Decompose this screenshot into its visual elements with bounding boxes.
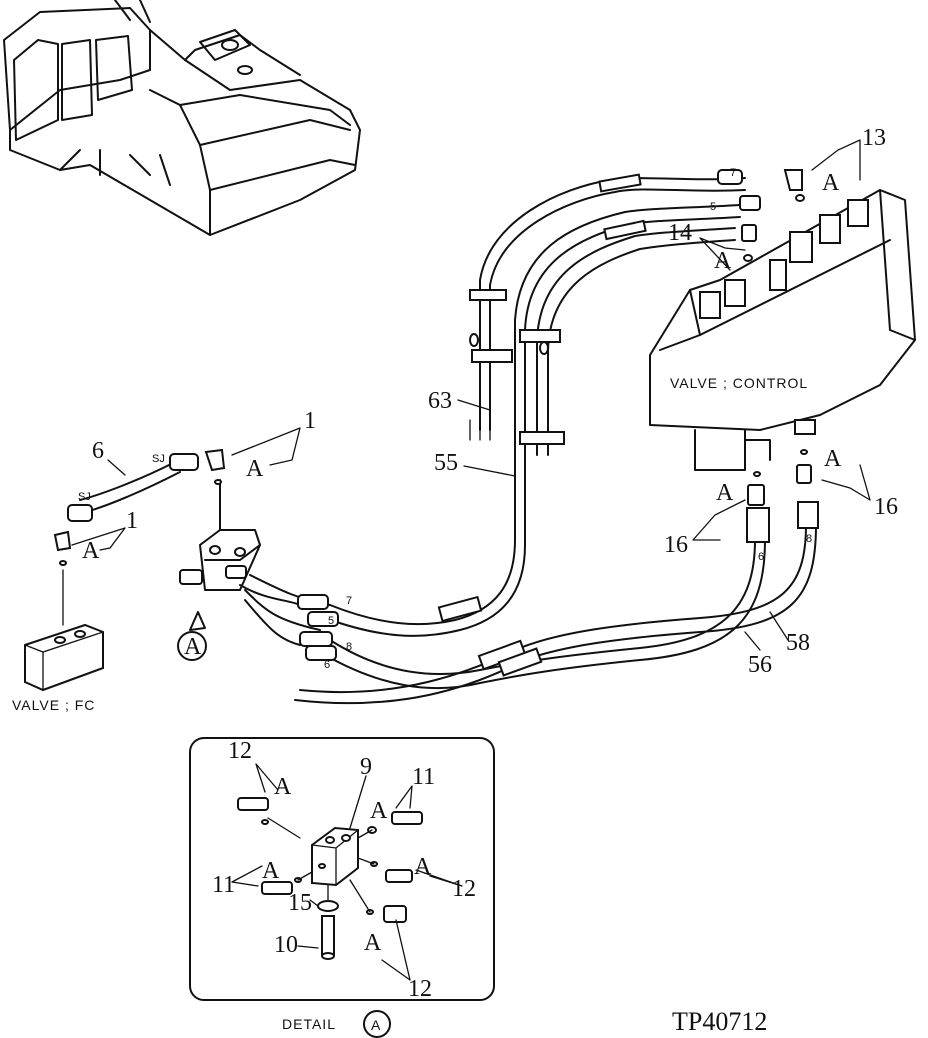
callout-leaders [71,139,871,651]
callout-6-label: 6 [92,438,104,464]
valve-fc [24,623,104,692]
hose-mark-sj-2: SJ [78,491,91,503]
hose-6 [53,448,226,626]
hose-mark-5-top: 5 [710,201,716,213]
callout-14-label: 14 [668,220,692,246]
junction-block [179,479,339,661]
callout-a-16-right: A [824,446,842,472]
hose-mark-6-right: 6 [758,551,764,563]
callout-a-14: A [714,248,732,274]
detail-a-12-top: A [274,774,292,800]
callout-55-label: 55 [434,450,458,476]
detail-15-label: 15 [288,890,312,916]
hose-mark-8-right: 8 [806,533,812,545]
valve-control-caption: VALVE ; CONTROL [670,375,808,391]
detail-a-11-right: A [370,798,388,824]
excavator-upperstructure-illustration [3,0,361,236]
detail-12-top-label: 12 [228,738,252,764]
detail-caption-ref: A [371,1017,381,1033]
control-valve [649,189,916,471]
detail-caption-text: DETAIL [282,1016,336,1032]
detail-a-11-left: A [262,858,280,884]
hose-mark-7-top: 7 [730,167,736,179]
detail-a-12-bottom: A [364,930,382,956]
detail-caption: DETAIL A [282,1010,391,1038]
hose-mark-6-bottom: 6 [324,659,330,671]
callout-16-right-label: 16 [874,494,898,520]
callout-a-13: A [822,170,840,196]
fittings-top [717,169,812,506]
valve-fc-caption: VALVE ; FC [12,697,95,713]
hose-mark-5-bottom: 5 [328,615,334,627]
detail-12-right-label: 12 [452,876,476,902]
callout-16-left-label: 16 [664,532,688,558]
hoses-56-58 [294,501,819,705]
hose-bundle [324,173,746,637]
callout-a-1-bottom: A [82,538,100,564]
callout-a-16-left: A [716,480,734,506]
drawing-number: TP40712 [672,1007,767,1036]
hose-mark-sj-1: SJ [152,453,165,465]
detail-12-bottom-label: 12 [408,976,432,1002]
callout-56-label: 56 [748,652,772,678]
detail-11-right-label: 11 [412,764,435,790]
detail-a-reference-marker: A [177,611,207,661]
detail-a-12-right: A [414,854,432,880]
callout-13-label: 13 [862,125,886,151]
detail-11-left-label: 11 [212,872,235,898]
callout-1-bottom-label: 1 [126,508,138,534]
hose-mark-7-bottom: 7 [346,595,352,607]
reference-letter: A [184,634,202,660]
hose-mark-8: 8 [346,641,352,653]
callout-63-label: 63 [428,388,452,414]
callout-1-top-label: 1 [304,408,316,434]
detail-a-panel: 12 A 9 11 A 11 A 12 A 15 10 A 12 [189,737,495,1002]
callout-a-1-top: A [246,456,264,482]
callout-58-label: 58 [786,630,810,656]
detail-9-label: 9 [360,754,372,780]
detail-10-label: 10 [274,932,298,958]
